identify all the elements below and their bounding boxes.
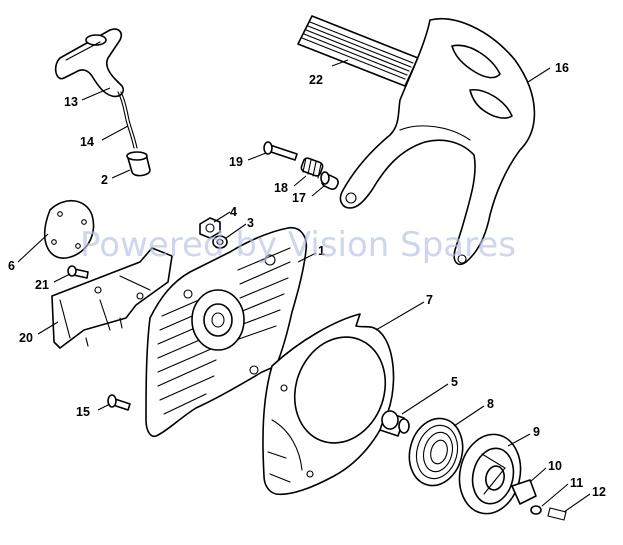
- part-12-spring-clip: [547, 507, 567, 521]
- callout-9: 9: [533, 425, 540, 439]
- part-15-screw: [107, 394, 131, 411]
- callout-7: 7: [426, 293, 433, 307]
- callout-10: 10: [548, 459, 562, 473]
- callout-11: 11: [570, 476, 583, 490]
- callout-1: 1: [318, 244, 325, 258]
- callout-16: 16: [555, 61, 569, 75]
- callout-13: 13: [64, 95, 78, 109]
- callout-17: 17: [292, 191, 306, 205]
- part-2-rope-guide: [126, 151, 151, 177]
- part-21-screw: [67, 265, 89, 279]
- callout-5: 5: [451, 375, 458, 389]
- callout-20: 20: [19, 331, 33, 345]
- leader-lines: [17, 59, 591, 513]
- callout-18: 18: [274, 181, 288, 195]
- part-13-starter-grip: [54, 28, 125, 98]
- callout-8: 8: [487, 397, 494, 411]
- part-19-screw: [263, 141, 298, 161]
- part-6-disc: [44, 200, 95, 259]
- callout-14: 14: [80, 135, 94, 149]
- part-9-rope-rotor: [458, 433, 522, 515]
- watermark-text: Powered by Vision Spares: [80, 225, 516, 265]
- part-14-starter-rope: [117, 91, 138, 149]
- part-22-filter: [297, 15, 419, 87]
- part-8-rewind-spring: [408, 417, 464, 487]
- callout-3: 3: [247, 216, 254, 230]
- callout-12: 12: [592, 485, 606, 499]
- callout-4: 4: [230, 205, 237, 219]
- part-5-pivot-pin: [379, 410, 410, 437]
- part-18-spring: [300, 157, 324, 179]
- callout-22: 22: [309, 73, 323, 87]
- part-17-sleeve: [320, 171, 339, 190]
- callout-21: 21: [35, 278, 49, 292]
- part-1-fan-housing: [145, 226, 308, 438]
- callout-19: 19: [229, 155, 243, 169]
- callout-2: 2: [101, 173, 108, 187]
- part-10-pawl: [511, 479, 537, 505]
- part-16-hand-guard: [339, 18, 536, 266]
- callout-6: 6: [8, 259, 15, 273]
- part-4-nut: [199, 217, 221, 239]
- callout-15: 15: [76, 405, 90, 419]
- part-7-starter-cover: [262, 313, 395, 496]
- part-20-cover-plate: [51, 247, 173, 349]
- part-3-washer: [212, 235, 228, 249]
- part-11-washer: [530, 505, 542, 515]
